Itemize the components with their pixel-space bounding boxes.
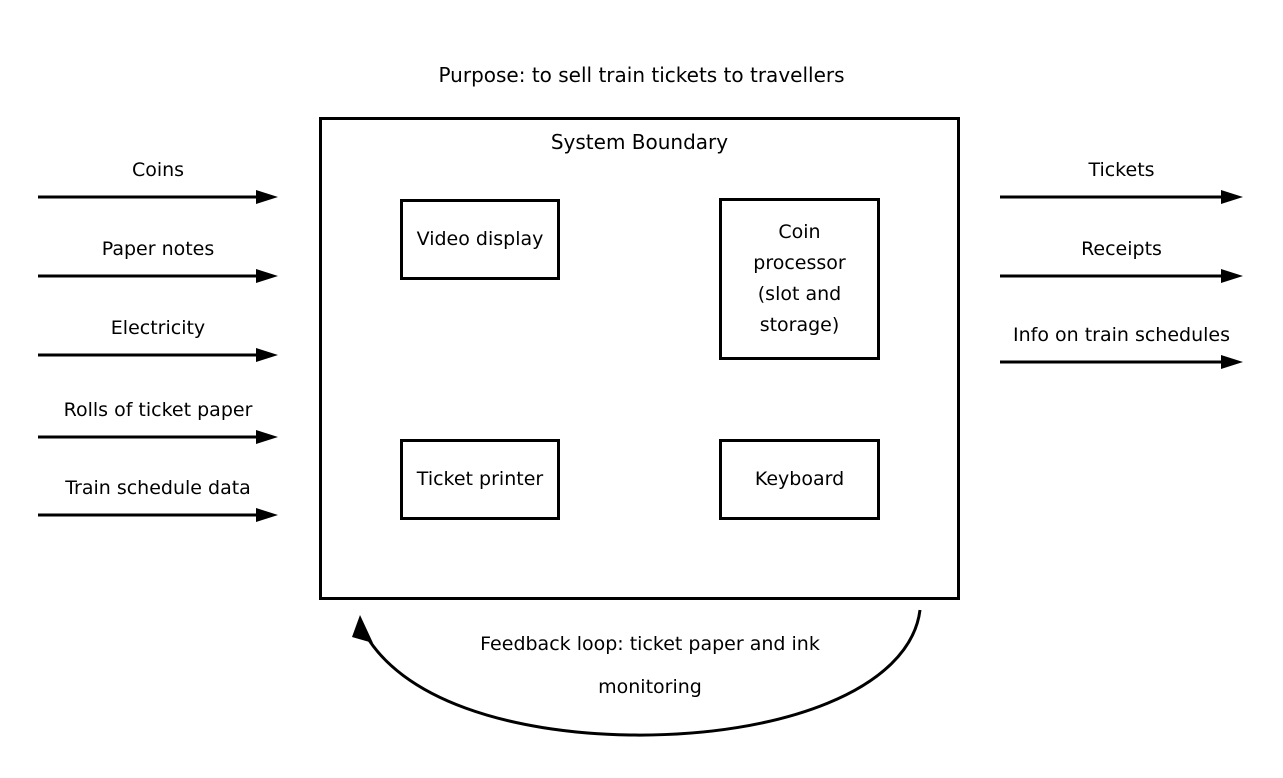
component-label-line: processor xyxy=(753,252,846,274)
arrow-right-icon xyxy=(38,269,278,283)
input-flow-label: Coins xyxy=(131,159,185,181)
feedback-loop-line1: Feedback loop: ticket paper and ink xyxy=(480,633,820,655)
feedback-loop-line2: monitoring xyxy=(598,676,702,698)
input-flow-coins: Coins xyxy=(38,158,278,204)
input-flow-paper-notes: Paper notes xyxy=(38,237,278,283)
component-label-line: Video display xyxy=(416,228,544,250)
arrow-right-icon xyxy=(1000,355,1243,369)
input-flow-electricity: Electricity xyxy=(38,316,278,362)
output-flow-tickets: Tickets xyxy=(1000,158,1243,204)
component-box-ticket-printer[interactable]: Ticket printer xyxy=(400,439,560,520)
output-flow-label: Receipts xyxy=(1081,238,1162,260)
input-flow-label: Rolls of ticket paper xyxy=(63,399,253,421)
system-boundary-label: System Boundary xyxy=(550,130,729,154)
component-box-coin-processor[interactable]: Coin processor (slot and storage) xyxy=(719,198,880,360)
output-flow-receipts: Receipts xyxy=(1000,237,1243,283)
component-box-video-display[interactable]: Video display xyxy=(400,199,560,280)
output-flow-label: Info on train schedules xyxy=(1012,324,1230,346)
input-flow-train-schedule-data: Train schedule data xyxy=(38,476,278,522)
component-box-keyboard[interactable]: Keyboard xyxy=(719,439,880,520)
arrow-right-icon xyxy=(38,190,278,204)
component-label-line: Ticket printer xyxy=(416,468,544,490)
component-label-line: storage) xyxy=(759,314,840,336)
output-flow-label: Tickets xyxy=(1088,159,1155,181)
input-flow-rolls-of-ticket-paper: Rolls of ticket paper xyxy=(38,398,278,444)
input-flow-label: Train schedule data xyxy=(65,477,251,499)
arrow-right-icon xyxy=(1000,269,1243,283)
feedback-loop-label: Feedback loop: ticket paper and ink moni… xyxy=(420,623,880,709)
input-flow-label: Electricity xyxy=(110,317,206,339)
arrow-right-icon xyxy=(38,430,278,444)
arrow-right-icon xyxy=(38,348,278,362)
output-flow-info-on-train-schedules: Info on train schedules xyxy=(1000,323,1243,369)
component-label-line: Coin xyxy=(778,221,821,243)
arrow-right-icon xyxy=(1000,190,1243,204)
component-label-line: Keyboard xyxy=(754,468,845,490)
system-boundary-box xyxy=(319,117,960,600)
component-label-line: (slot and xyxy=(757,283,842,305)
input-flow-label: Paper notes xyxy=(101,238,215,260)
page-title: Purpose: to sell train tickets to travel… xyxy=(438,63,845,87)
arrow-right-icon xyxy=(38,508,278,522)
curved-arrow-up-left-icon xyxy=(330,595,950,745)
